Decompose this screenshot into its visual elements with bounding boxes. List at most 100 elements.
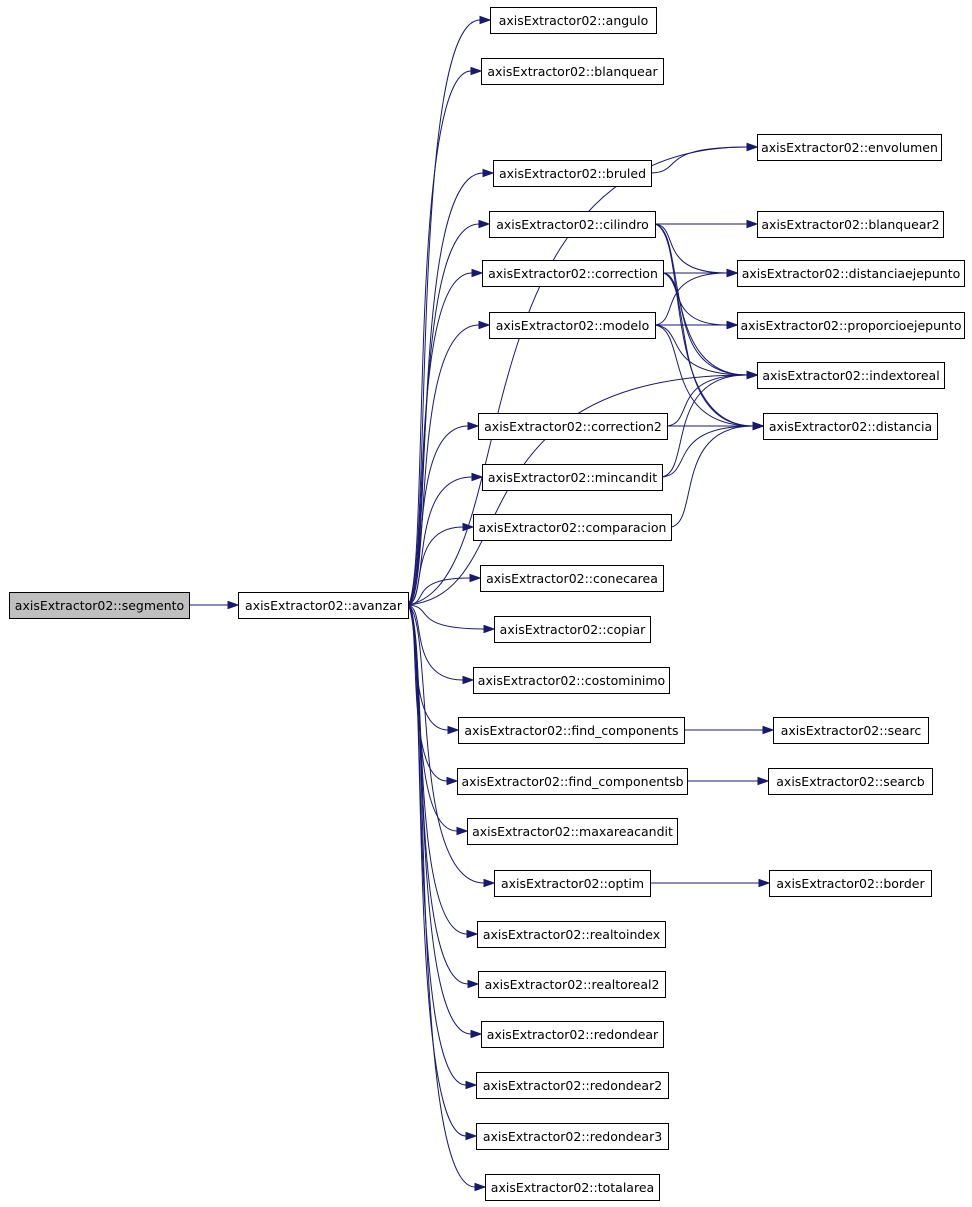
node-costominimo[interactable]: axisExtractor02::costominimo [473, 667, 670, 694]
node-distanciaejepunto[interactable]: axisExtractor02::distanciaejepunto [737, 260, 965, 287]
node-blanquear2[interactable]: axisExtractor02::blanquear2 [757, 211, 944, 238]
node-box [481, 1021, 664, 1048]
node-label: axisExtractor02::mincandit [488, 470, 657, 485]
node-correction[interactable]: axisExtractor02::correction [482, 260, 664, 287]
node-label: axisExtractor02::cilindro [496, 217, 649, 232]
node-box [757, 211, 944, 238]
node-label: axisExtractor02::searcb [776, 774, 925, 789]
edge-avanzar-to-realtoreal2 [407, 604, 480, 989]
node-label: axisExtractor02::totalarea [491, 1180, 654, 1195]
edge-avanzar-to-totalarea [407, 604, 487, 1192]
node-label: axisExtractor02::blanquear [487, 64, 658, 79]
node-label: axisExtractor02::border [776, 876, 925, 891]
node-box [485, 1174, 660, 1201]
node-proporcioejepunto[interactable]: axisExtractor02::proporcioejepunto [737, 312, 965, 339]
node-box [458, 717, 685, 744]
node-label: axisExtractor02::correction [488, 266, 658, 281]
node-box [757, 134, 942, 161]
edge-avanzar-to-costominimo [407, 604, 475, 685]
node-label: axisExtractor02::modelo [496, 318, 650, 333]
node-box [473, 667, 670, 694]
node-redondear2[interactable]: axisExtractor02::redondear2 [476, 1072, 669, 1099]
node-label: axisExtractor02::copiar [500, 622, 647, 637]
edge-modelo-to-distanciaejepunto [654, 268, 739, 326]
node-label: axisExtractor02::blanquear2 [761, 217, 939, 232]
node-redondear3[interactable]: axisExtractor02::redondear3 [476, 1123, 669, 1150]
edge-find_componentsb-to-searcb [687, 776, 770, 786]
node-label: axisExtractor02::angulo [499, 13, 649, 28]
node-label: axisExtractor02::distanciaejepunto [742, 266, 961, 281]
node-mincandit[interactable]: axisExtractor02::mincandit [482, 464, 663, 491]
node-label: axisExtractor02::find_components [464, 723, 678, 738]
node-cilindro[interactable]: axisExtractor02::cilindro [489, 211, 656, 238]
node-box [478, 413, 668, 440]
edge-cilindro-to-blanquear2 [655, 219, 759, 229]
node-bruled[interactable]: axisExtractor02::bruled [493, 160, 652, 187]
node-find_components[interactable]: axisExtractor02::find_components [458, 717, 685, 744]
node-label: axisExtractor02::searc [781, 723, 922, 738]
node-maxareacandit[interactable]: axisExtractor02::maxareacandit [467, 818, 678, 845]
node-indextoreal[interactable]: axisExtractor02::indextoreal [757, 362, 945, 389]
node-box [482, 464, 663, 491]
edge-avanzar-to-correction2 [407, 421, 480, 606]
edge-mincandit-to-distancia [661, 421, 765, 478]
node-label: axisExtractor02::maxareacandit [472, 824, 673, 839]
node-label: axisExtractor02::avanzar [245, 598, 403, 613]
node-comparacion[interactable]: axisExtractor02::comparacion [473, 514, 672, 541]
node-blanquear[interactable]: axisExtractor02::blanquear [481, 58, 664, 85]
edge-avanzar-to-optim [407, 604, 496, 888]
edge-bruled-to-envolumen [650, 142, 759, 174]
node-segmento[interactable]: axisExtractor02::segmento [9, 592, 190, 619]
edge-avanzar-to-comparacion [407, 522, 475, 606]
node-label: axisExtractor02::bruled [499, 166, 646, 181]
node-box [763, 413, 938, 440]
node-label: axisExtractor02::distancia [769, 419, 932, 434]
node-optim[interactable]: axisExtractor02::optim [494, 870, 651, 897]
edge-mincandit-to-indextoreal [661, 370, 759, 478]
node-label: axisExtractor02::optim [501, 876, 644, 891]
node-label: axisExtractor02::indextoreal [762, 368, 939, 383]
node-angulo[interactable]: axisExtractor02::angulo [490, 7, 657, 34]
node-box [493, 160, 652, 187]
node-searcb[interactable]: axisExtractor02::searcb [768, 768, 933, 795]
node-find_componentsb[interactable]: axisExtractor02::find_componentsb [457, 768, 688, 795]
node-distancia[interactable]: axisExtractor02::distancia [763, 413, 938, 440]
node-label: axisExtractor02::redondear3 [483, 1129, 662, 1144]
node-box [773, 717, 929, 744]
node-totalarea[interactable]: axisExtractor02::totalarea [485, 1174, 660, 1201]
node-label: axisExtractor02::realtoreal2 [485, 977, 660, 992]
node-modelo[interactable]: axisExtractor02::modelo [489, 312, 656, 339]
node-border[interactable]: axisExtractor02::border [769, 870, 932, 897]
edge-correction-to-proporcioejepunto [662, 272, 739, 330]
node-box [477, 921, 666, 948]
node-box [238, 592, 409, 619]
node-box [489, 211, 656, 238]
node-redondear[interactable]: axisExtractor02::redondear [481, 1021, 664, 1048]
node-box [494, 870, 651, 897]
node-searc[interactable]: axisExtractor02::searc [773, 717, 929, 744]
node-box [768, 768, 933, 795]
node-conecarea[interactable]: axisExtractor02::conecarea [480, 565, 664, 592]
node-realtoreal2[interactable]: axisExtractor02::realtoreal2 [478, 971, 666, 998]
node-label: axisExtractor02::realtoindex [483, 927, 660, 942]
node-box [481, 58, 664, 85]
node-label: axisExtractor02::segmento [15, 598, 184, 613]
node-realtoindex[interactable]: axisExtractor02::realtoindex [477, 921, 666, 948]
edge-avanzar-to-conecarea [407, 573, 482, 606]
node-label: axisExtractor02::correction2 [484, 419, 662, 434]
node-avanzar[interactable]: axisExtractor02::avanzar [238, 592, 409, 619]
node-box [489, 312, 656, 339]
edge-find_components-to-searc [684, 725, 775, 735]
node-label: axisExtractor02::redondear2 [483, 1078, 662, 1093]
edge-avanzar-to-correction [407, 268, 484, 606]
node-label: axisExtractor02::costominimo [478, 673, 665, 688]
node-envolumen[interactable]: axisExtractor02::envolumen [757, 134, 942, 161]
edge-cilindro-to-indextoreal [654, 223, 759, 380]
edge-avanzar-to-redondear3 [407, 604, 478, 1141]
node-copiar[interactable]: axisExtractor02::copiar [494, 616, 651, 643]
edge-segmento-to-avanzar [189, 600, 240, 610]
node-box [480, 565, 664, 592]
node-correction2[interactable]: axisExtractor02::correction2 [478, 413, 668, 440]
